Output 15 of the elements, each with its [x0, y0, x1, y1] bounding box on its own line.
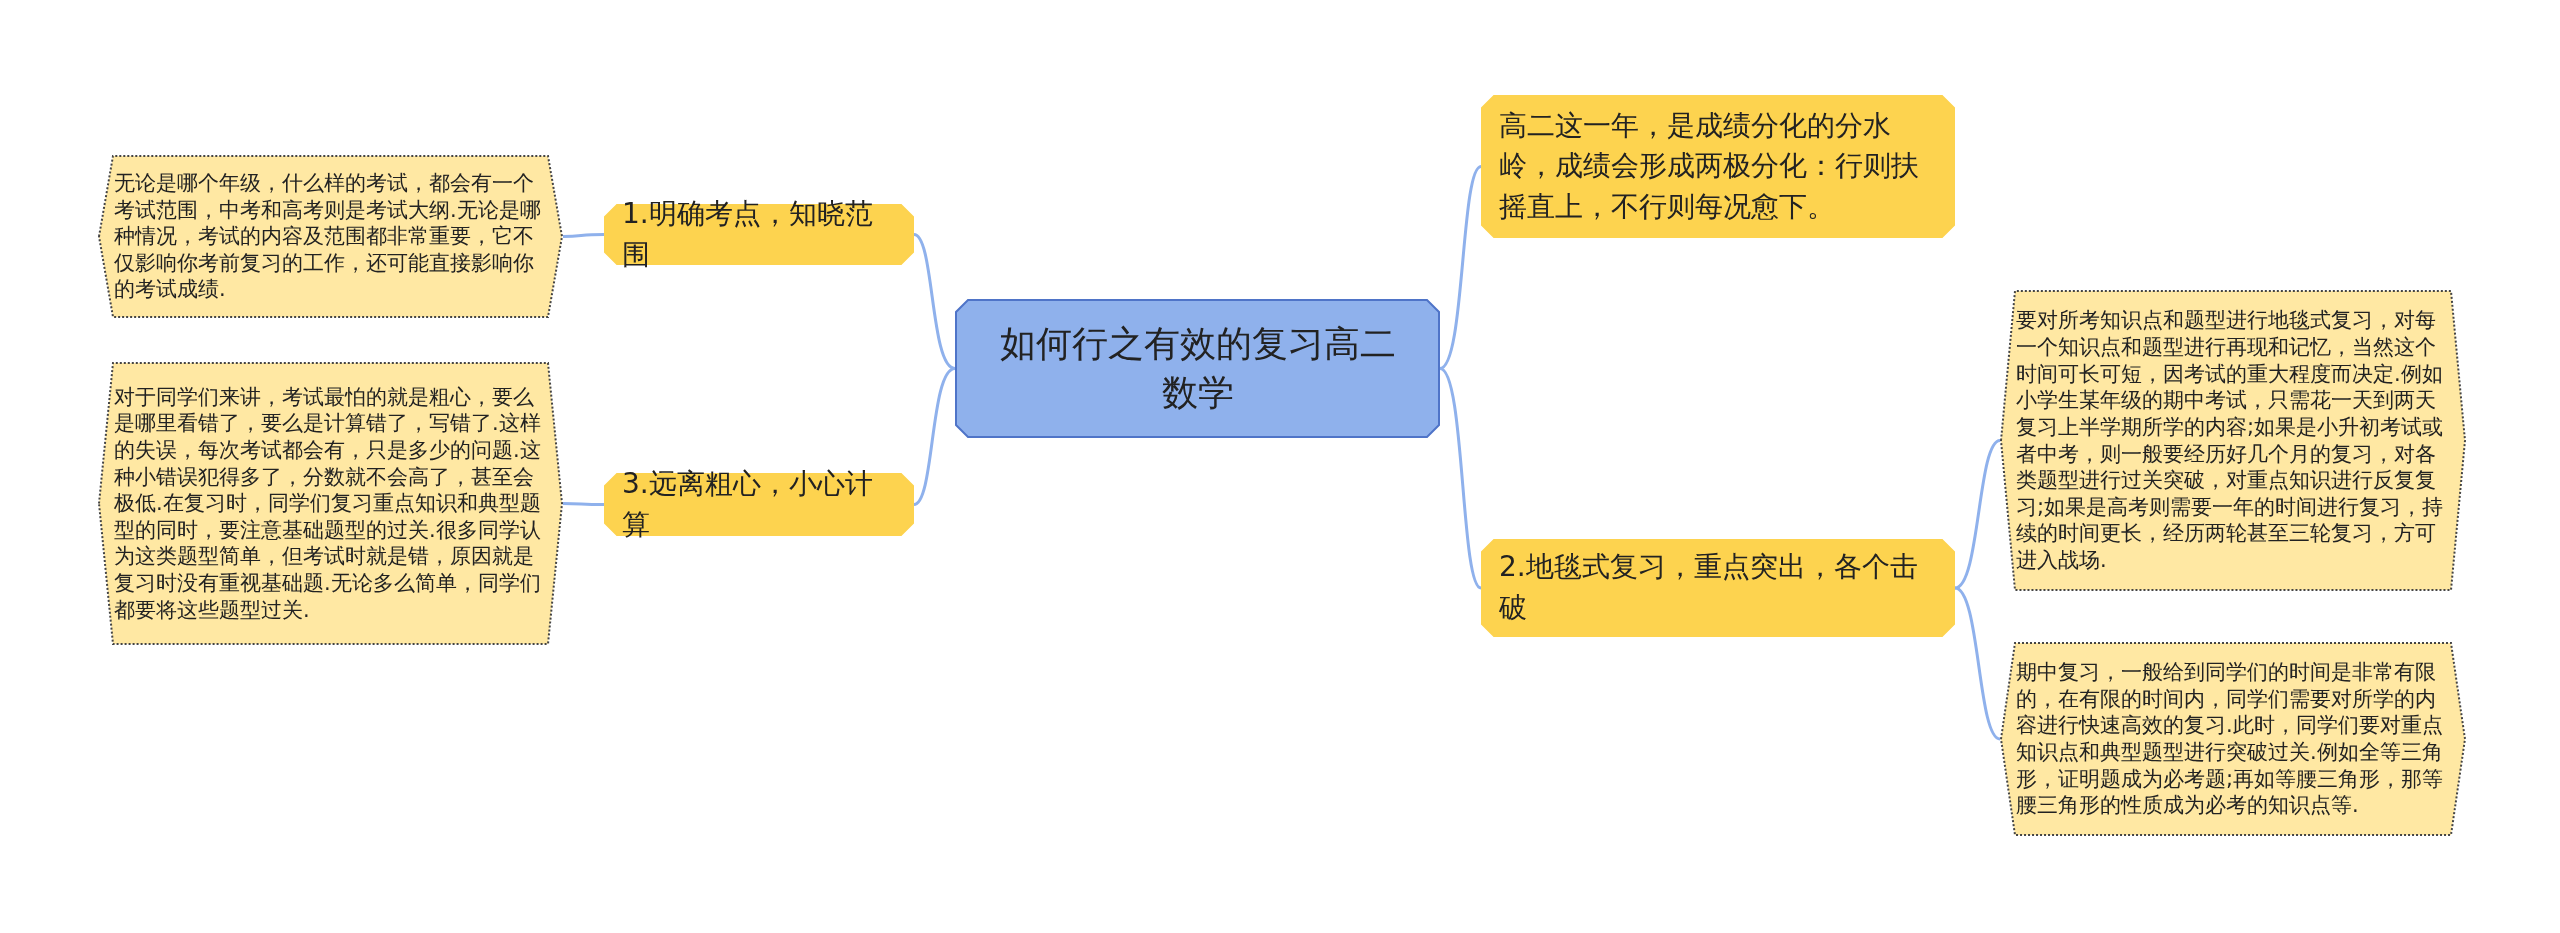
- topic-box: 高二这一年，是成绩分化的分水岭，成绩会形成两极分化：行则扶摇直上，不行则每况愈下。: [1481, 95, 1955, 238]
- note-box: 要对所考知识点和题型进行地毯式复习，对每一个知识点和题型进行再现和记忆，当然这个时间可长可短，因考试的重大程度而决定.例如小学生某年级的期中考试，只需花一天到两天复习上半学期所学的内容;如果是小升初考试或者中考，则一般要经历好几个月的复习，对各类题型进行过关突破，对重点知识进行反复复习;如果是高考则需要一年的时间进行复习，持续的时间更长，经历两轮甚至三轮复习，方可进入战场.: [2000, 290, 2466, 591]
- connector-line: [563, 502, 604, 506]
- topic-box: 2.地毯式复习，重点突出，各个击破: [1481, 539, 1955, 637]
- note-box: 期中复习，一般给到同学们的时间是非常有限的，在有限的时间内，同学们需要对所学的内容进行快速高效的复习.此时，同学们要对重点知识点和典型题型进行突破过关.例如全等三角形，证明题成为必考题;再如等腰三角形，那等腰三角形的性质成为必考的知识点等.: [2000, 642, 2466, 836]
- note-box: 对于同学们来讲，考试最怕的就是粗心，要么是哪里看错了，要么是计算错了，写错了.这样的失误，每次考试都会有，只是多少的问题.这种小错误犯得多了，分数就不会高了，甚至会极低.在复习时，同学们复习重点知识和典型题型的同时，要注意基础题型的过关.很多同学认为这类题型简单，但考试时就是错，原因就是复习时没有重视基础题.无论多么简单，同学们都要将这些题型过关.: [98, 362, 563, 645]
- connector-line: [1439, 367, 1483, 590]
- connector-line: [1439, 165, 1482, 370]
- connector-line: [913, 367, 956, 506]
- connector-line: [563, 233, 604, 238]
- connector-line: [913, 233, 956, 370]
- note-box: 无论是哪个年级，什么样的考试，都会有一个考试范围，中考和高考则是考试大纲.无论是哪种情况，考试的内容及范围都非常重要，它不仅影响你考前复习的工作，还可能直接影响你的考试成绩.: [98, 155, 563, 318]
- connector-line: [1954, 586, 2001, 741]
- central-topic-box: 如何行之有效的复习高二数学: [955, 299, 1440, 438]
- connector-line: [1954, 439, 2001, 590]
